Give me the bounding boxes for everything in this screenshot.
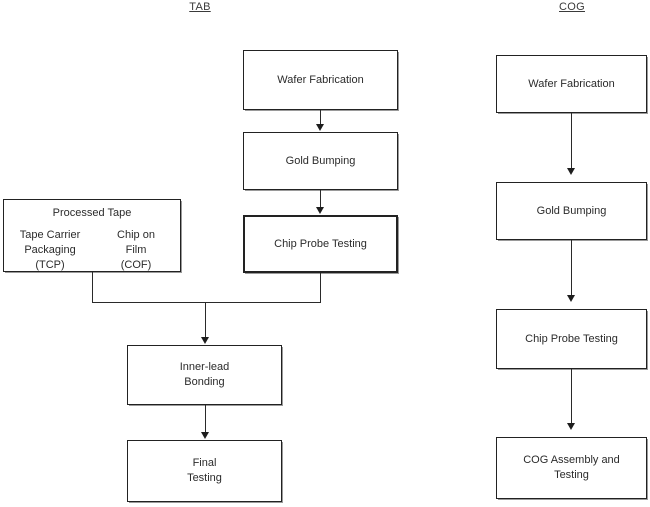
- connector-cog-gold-to-probe: [571, 240, 572, 295]
- arrowhead-tab-gold-to-probe: [316, 207, 324, 214]
- processed-tape-title: Processed Tape: [52, 207, 132, 219]
- column-header-cog: COG: [559, 1, 585, 13]
- connector-cog-wafer-to-gold: [571, 113, 572, 168]
- connector-tab-probe-to-bus: [320, 273, 321, 302]
- processed-tape-cof-cell: Chip on Film (COF): [117, 229, 155, 271]
- node-cog-gold-bumping[interactable]: Gold Bumping: [496, 182, 647, 240]
- arrowhead-tab-wafer-to-gold: [316, 124, 324, 131]
- connector-tab-gold-to-probe: [320, 190, 321, 207]
- node-label: Gold Bumping: [536, 204, 607, 217]
- connector-merge-bus: [92, 302, 321, 303]
- node-label: COG Assembly and Testing: [523, 454, 620, 481]
- node-label: Chip Probe Testing: [525, 332, 618, 345]
- node-cog-wafer-fabrication[interactable]: Wafer Fabrication: [496, 55, 647, 113]
- node-cog-chip-probe-testing[interactable]: Chip Probe Testing: [496, 309, 647, 369]
- connector-cog-probe-to-assembly: [571, 369, 572, 423]
- node-label: Final Testing: [187, 457, 222, 484]
- node-label: Wafer Fabrication: [277, 73, 364, 86]
- arrowhead-cog-wafer-to-gold: [567, 168, 575, 175]
- node-cog-assembly-and-testing[interactable]: COG Assembly and Testing: [496, 437, 647, 499]
- connector-tab-wafer-to-gold: [320, 110, 321, 125]
- node-tab-final-testing[interactable]: Final Testing: [127, 440, 282, 502]
- node-label: Inner-lead Bonding: [179, 361, 230, 388]
- node-processed-tape[interactable]: Processed Tape Tape Carrier Packaging (T…: [3, 199, 181, 272]
- column-header-tab: TAB: [189, 1, 211, 13]
- node-label: Wafer Fabrication: [528, 77, 615, 90]
- arrowhead-inner-lead-to-final: [201, 432, 209, 439]
- connector-tape-to-bus: [92, 272, 93, 302]
- connector-bus-to-inner-lead: [205, 302, 206, 338]
- connector-inner-lead-to-final: [205, 405, 206, 432]
- arrowhead-bus-to-inner-lead: [201, 337, 209, 344]
- node-label: Chip Probe Testing: [274, 237, 367, 250]
- arrowhead-cog-gold-to-probe: [567, 295, 575, 302]
- node-tab-wafer-fabrication[interactable]: Wafer Fabrication: [243, 50, 398, 110]
- processed-tape-tcp-cell: Tape Carrier Packaging (TCP): [19, 229, 81, 271]
- node-tab-gold-bumping[interactable]: Gold Bumping: [243, 132, 398, 190]
- node-tab-inner-lead-bonding[interactable]: Inner-lead Bonding: [127, 345, 282, 405]
- arrowhead-cog-probe-to-assembly: [567, 423, 575, 430]
- node-tab-chip-probe-testing[interactable]: Chip Probe Testing: [243, 215, 398, 273]
- node-label: Gold Bumping: [285, 154, 356, 167]
